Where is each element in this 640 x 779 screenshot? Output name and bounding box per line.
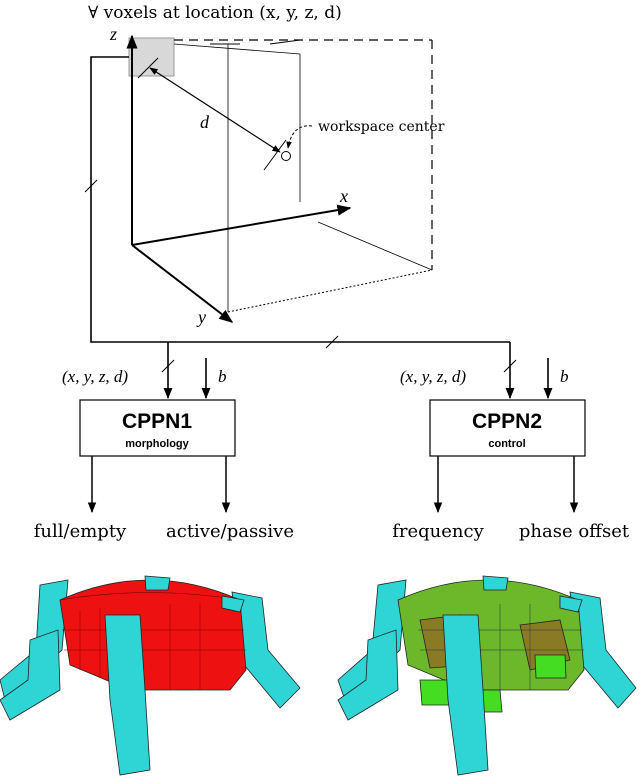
output-full-empty: full/empty	[34, 521, 127, 542]
cppn1-name: CPPN1	[122, 410, 192, 433]
voxel-highlight	[128, 37, 175, 77]
cppn1-input-coords: (x, y, z, d)	[62, 367, 128, 386]
morphology-robot	[0, 575, 301, 776]
x-axis	[131, 204, 352, 246]
y-axis	[131, 244, 234, 323]
title: ∀ voxels at location (x, y, z, d)	[88, 3, 342, 23]
cppn2-name: CPPN2	[472, 410, 542, 433]
routing-lines	[84, 56, 553, 400]
output-active-passive: active/passive	[166, 521, 294, 542]
workspace-box	[126, 34, 433, 323]
cppn2-subtitle: control	[488, 438, 525, 450]
z-axis-label: z	[109, 24, 117, 44]
workspace-center-label: workspace center	[318, 119, 445, 135]
output-frequency: frequency	[392, 521, 484, 542]
x-axis-label: x	[339, 186, 348, 206]
output-phase-offset: phase offset	[519, 521, 630, 542]
cppn1-input-bias: b	[218, 367, 227, 386]
cppn1-box	[79, 399, 236, 457]
y-axis-label: y	[196, 307, 206, 327]
output-arrows	[87, 456, 579, 514]
control-robot	[337, 575, 637, 776]
cppn2-input-bias: b	[560, 367, 569, 386]
workspace-center-marker	[281, 151, 291, 161]
cppn2-box	[429, 399, 586, 457]
cppn1-subtitle: morphology	[125, 438, 189, 450]
distance-arrow	[149, 67, 281, 153]
cppn2-input-coords: (x, y, z, d)	[400, 367, 466, 386]
d-label: d	[200, 112, 210, 132]
